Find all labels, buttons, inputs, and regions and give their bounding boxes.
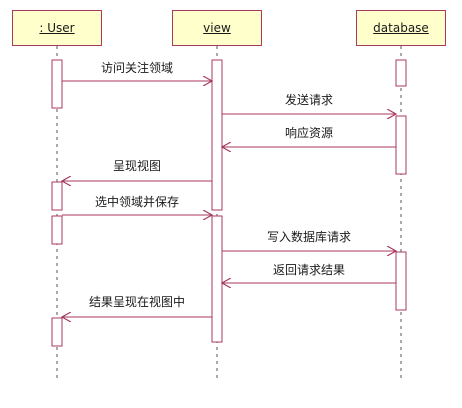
activation-view-1 [211,59,223,211]
message-3: 呈现视图 [62,158,212,181]
message-label-7: 结果呈现在视图中 [89,294,185,309]
activation-database-2 [395,251,407,311]
activation-database-0 [395,59,407,87]
lifeline-head-user: : User [12,10,102,46]
message-1: 发送请求 [222,92,396,114]
message-label-3: 呈现视图 [113,158,161,173]
message-label-4: 选中领域并保存 [95,194,179,209]
message-7: 结果呈现在视图中 [62,294,212,317]
message-0: 访问关注领域 [62,60,212,81]
activation-database-1 [395,115,407,175]
message-label-0: 访问关注领域 [101,60,173,75]
message-label-6: 返回请求结果 [273,263,345,277]
activation-user-2 [51,181,63,211]
lifeline-head-database: database [356,10,446,46]
message-label-2: 响应资源 [285,125,333,140]
message-label-1: 发送请求 [285,92,333,107]
message-label-5: 写入数据库请求 [267,229,351,244]
activation-user-3 [51,215,63,245]
activation-user-4 [51,317,63,347]
activation-user-1 [51,59,63,109]
activation-view-2 [211,215,223,343]
message-5: 写入数据库请求 [222,229,396,251]
message-2: 响应资源 [222,125,396,147]
message-4: 选中领域并保存 [62,194,212,215]
lifeline-head-view: view [172,10,262,46]
message-6: 返回请求结果 [222,263,396,283]
